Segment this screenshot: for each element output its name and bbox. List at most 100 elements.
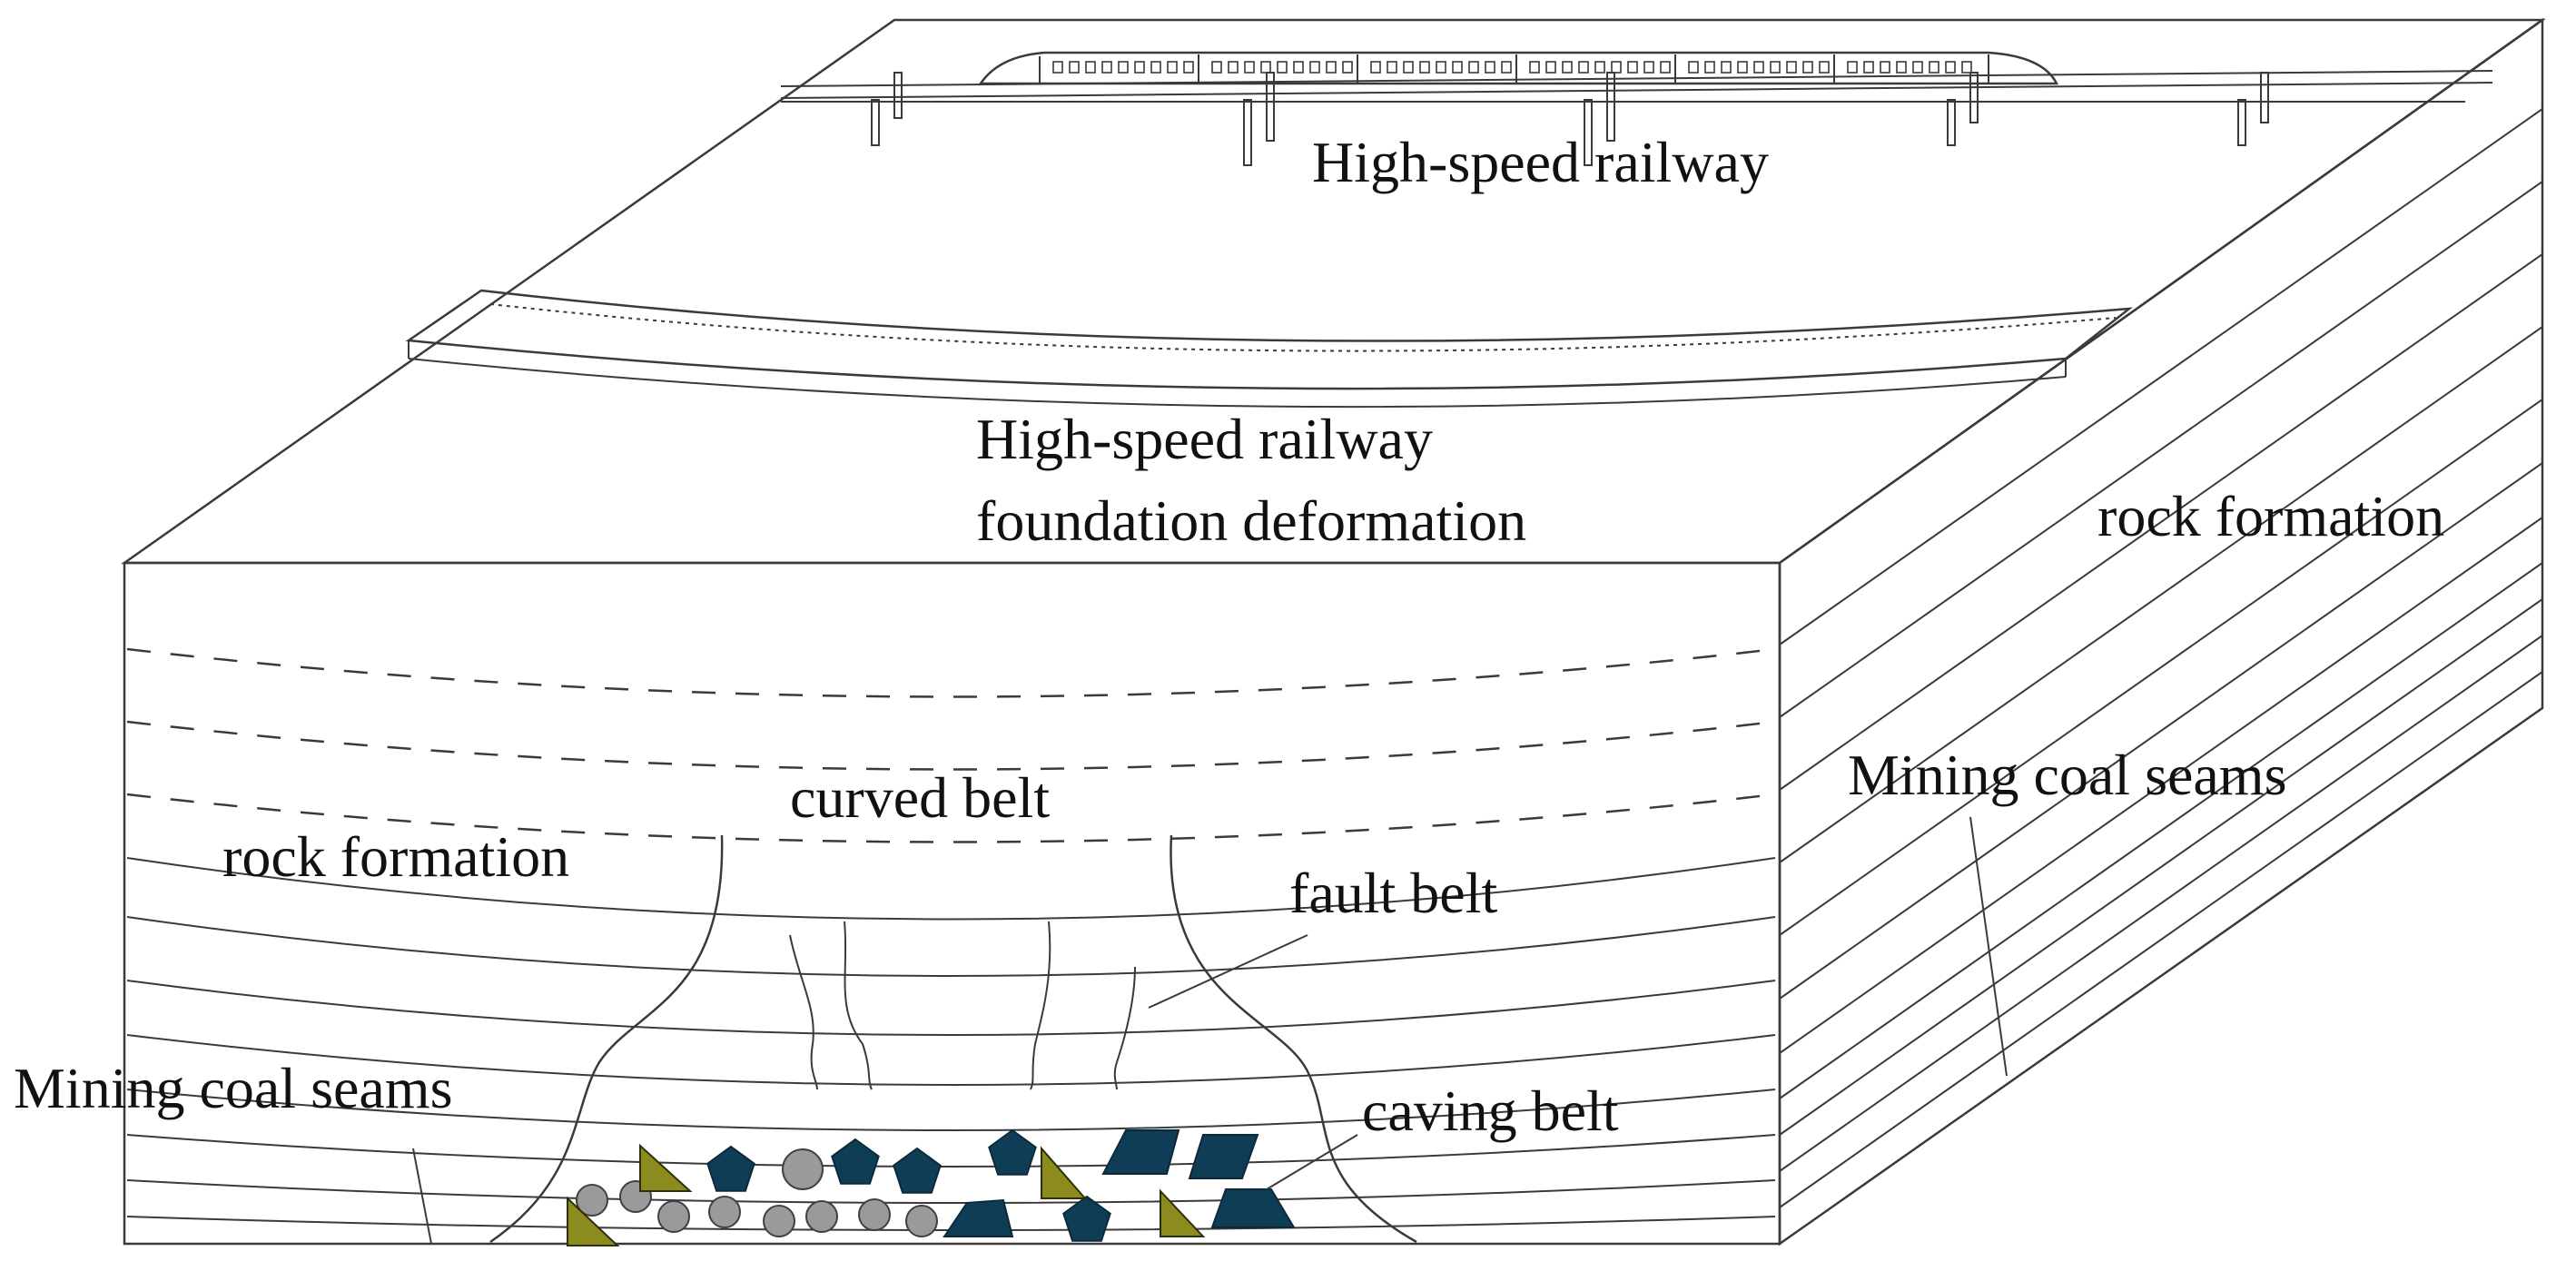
- train-window: [1228, 61, 1239, 74]
- train-window: [1052, 61, 1063, 74]
- rail-track: [780, 70, 2493, 103]
- rock-block-icon: [1101, 1129, 1180, 1175]
- train-window: [1786, 61, 1797, 74]
- wedge-icon: [567, 1196, 620, 1246]
- train-window: [1945, 61, 1956, 74]
- railway-pier-icon: [871, 72, 2269, 166]
- train-window: [1468, 61, 1479, 74]
- train-window: [1643, 61, 1654, 74]
- train-window: [1370, 61, 1381, 74]
- train-window: [1101, 61, 1112, 74]
- train-window: [1244, 61, 1255, 74]
- train-window: [1403, 61, 1414, 74]
- gravel-icon: [708, 1196, 741, 1228]
- train-window: [1260, 61, 1271, 74]
- wedge-icon: [1041, 1146, 1088, 1199]
- label-high-speed-railway: High-speed railway: [1312, 130, 1769, 194]
- gravel-icon: [657, 1200, 690, 1233]
- gravel-icon: [805, 1200, 838, 1233]
- train-window: [1770, 61, 1781, 74]
- gravel-icon: [763, 1205, 795, 1237]
- wedge-icon: [639, 1143, 693, 1192]
- gravel-icon: [858, 1198, 891, 1231]
- gravel-icon: [905, 1205, 938, 1237]
- train-window: [1326, 61, 1337, 74]
- train-window: [1704, 61, 1715, 74]
- train-window: [1688, 61, 1699, 74]
- train-window: [1419, 61, 1430, 74]
- train-window: [1485, 61, 1495, 74]
- train-window: [1847, 61, 1858, 74]
- rock-block-icon: [1210, 1188, 1296, 1228]
- label-curved-belt: curved belt: [790, 765, 1050, 830]
- right-face-strata: [1779, 108, 2543, 1208]
- train-window: [1929, 61, 1939, 74]
- train-window: [1167, 61, 1178, 74]
- rock-block-icon: [1188, 1134, 1259, 1179]
- curved-belt-lines: [126, 647, 1776, 843]
- train-window: [1660, 61, 1671, 74]
- rock-block-icon: [831, 1138, 880, 1185]
- label-mining-coal-seams-left: Mining coal seams: [14, 1056, 452, 1120]
- train-window: [1452, 61, 1463, 74]
- label-fault-belt: fault belt: [1289, 861, 1497, 925]
- rock-block-icon: [1062, 1195, 1111, 1242]
- leader-lines: [412, 816, 2008, 1245]
- train-window: [1309, 61, 1320, 74]
- rock-block-icon: [706, 1128, 1296, 1242]
- train-window: [1211, 61, 1222, 74]
- train-window: [1627, 61, 1638, 74]
- train-window: [1912, 61, 1923, 74]
- front-face-strata: [126, 857, 1776, 1231]
- train-window: [1150, 61, 1161, 74]
- train-window: [1501, 61, 1512, 74]
- label-rock-formation-right: rock formation: [2097, 484, 2444, 548]
- caving-belt-rubble: [567, 1128, 1296, 1246]
- train-window: [1134, 61, 1145, 74]
- rock-block-icon: [706, 1145, 755, 1192]
- label-foundation-deformation-line1: High-speed railway: [976, 407, 1433, 471]
- rock-block-icon: [893, 1147, 942, 1194]
- subsidence-boundaries: [489, 834, 1417, 1244]
- train-window: [1545, 61, 1556, 74]
- train-window: [1737, 61, 1748, 74]
- train-window: [1863, 61, 1874, 74]
- train-window: [1578, 61, 1589, 74]
- train-window: [1562, 61, 1573, 74]
- gravel-icon: [782, 1148, 824, 1190]
- train-window: [1819, 61, 1830, 74]
- rock-block-icon: [943, 1198, 1014, 1237]
- train-window: [1611, 61, 1622, 74]
- label-caving-belt: caving belt: [1362, 1079, 1619, 1143]
- train-window: [1721, 61, 1732, 74]
- train-window: [1436, 61, 1446, 74]
- wedge-icon: [1160, 1188, 1206, 1237]
- labels: High-speed railway High-speed railway fo…: [14, 130, 2444, 1143]
- rock-block-icon: [988, 1128, 1037, 1176]
- high-speed-train-icon: [978, 51, 2059, 85]
- train-window: [1293, 61, 1304, 74]
- label-mining-coal-seams-right: Mining coal seams: [1848, 743, 2286, 807]
- train-window: [1961, 61, 1972, 74]
- train-window: [1753, 61, 1764, 74]
- train-window: [1802, 61, 1813, 74]
- train-window: [1896, 61, 1907, 74]
- train-window: [1277, 61, 1288, 74]
- train-window: [1085, 61, 1096, 74]
- wedge-icon: [567, 1143, 1206, 1246]
- train-window: [1183, 61, 1194, 74]
- train-window: [1529, 61, 1540, 74]
- train-window: [1880, 61, 1890, 74]
- train-window: [1118, 61, 1129, 74]
- foundation-deformation-slab: [405, 289, 2134, 409]
- train-window: [1342, 61, 1353, 74]
- label-rock-formation-left: rock formation: [222, 824, 569, 889]
- train-window: [1387, 61, 1397, 74]
- train-window: [1069, 61, 1080, 74]
- block-outline: [121, 17, 2546, 1246]
- train-window: [1594, 61, 1605, 74]
- gravel-icon: [576, 1184, 608, 1217]
- label-foundation-deformation-line2: foundation deformation: [976, 488, 1526, 553]
